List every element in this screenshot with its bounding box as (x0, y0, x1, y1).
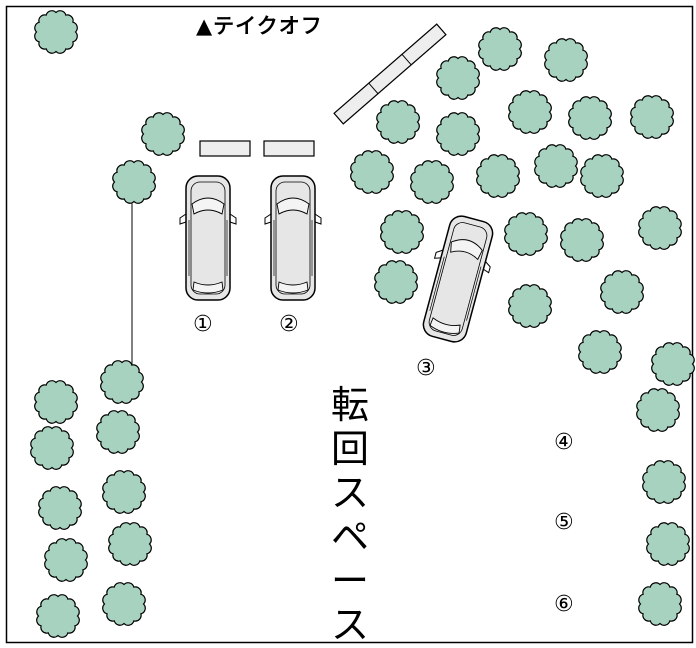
tree-icon (630, 95, 674, 139)
takeoff-label: ▲テイクオフ (196, 14, 323, 38)
tree-icon (141, 112, 185, 156)
tree-icon (34, 380, 78, 424)
tree-icon (568, 96, 612, 140)
car-icon (179, 175, 237, 301)
bench-icon (199, 140, 251, 157)
tree-icon (636, 388, 680, 432)
tree-icon (544, 38, 588, 82)
parking-slot-5-label: ⑤ (554, 510, 574, 535)
turning-space-label: 転回スペース (330, 383, 369, 647)
tree-icon (44, 538, 88, 582)
tree-icon (638, 582, 682, 626)
tree-icon (476, 154, 520, 198)
tree-group (30, 10, 695, 638)
parking-slot-3-label: ③ (416, 356, 436, 381)
tree-icon (600, 270, 644, 314)
site-border (5, 5, 694, 644)
parking-slot-4-label: ④ (554, 430, 574, 455)
tree-icon (508, 90, 552, 134)
tree-icon (30, 426, 74, 470)
car-group (179, 175, 494, 343)
tree-icon (36, 594, 80, 638)
tree-icon (436, 56, 480, 100)
tree-icon (112, 160, 156, 204)
tree-icon (478, 27, 522, 71)
tree-icon (638, 206, 682, 250)
bench-icon (263, 140, 315, 157)
car-icon (422, 215, 494, 343)
tree-icon (504, 212, 548, 256)
tree-icon (508, 284, 552, 328)
tree-icon (34, 10, 78, 54)
tree-icon (380, 210, 424, 254)
tree-icon (651, 342, 695, 386)
tree-icon (646, 522, 690, 566)
parking-slot-2-label: ② (279, 312, 299, 337)
tree-icon (102, 470, 146, 514)
tree-icon (350, 150, 394, 194)
tree-icon (642, 460, 686, 504)
bench-icon (333, 23, 447, 125)
tree-icon (580, 154, 624, 198)
tree-icon (100, 360, 144, 404)
parking-slot-6-label: ⑥ (554, 592, 574, 617)
tree-icon (436, 112, 480, 156)
tree-icon (560, 218, 604, 262)
tree-icon (102, 582, 146, 626)
tree-icon (410, 160, 454, 204)
parking-slot-1-label: ① (193, 312, 213, 337)
tree-icon (38, 486, 82, 530)
tree-icon (534, 144, 578, 188)
tree-icon (96, 410, 140, 454)
tree-icon (578, 330, 622, 374)
tree-icon (108, 522, 152, 566)
car-icon (264, 175, 322, 301)
bench-group (199, 23, 447, 157)
tree-icon (374, 260, 418, 304)
tree-icon (376, 100, 420, 144)
